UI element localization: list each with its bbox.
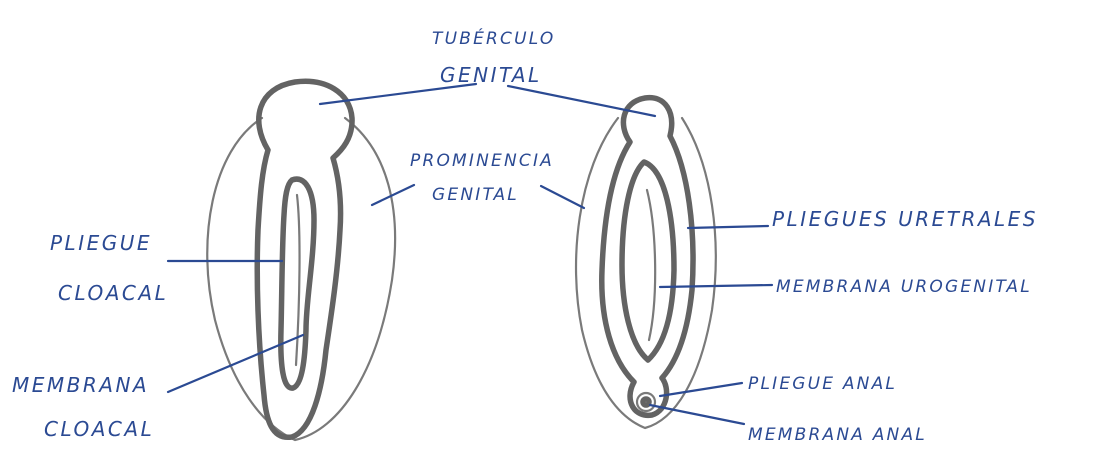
label-membrana-cloacal-line1: MEMBRANA xyxy=(12,373,149,397)
label-prominencia-line1: PROMINENCIA xyxy=(410,151,554,171)
right-anal-fold xyxy=(637,393,655,411)
right-anal-membrane xyxy=(643,399,649,405)
leader-membrana-urogenital xyxy=(660,285,772,287)
label-prominencia-line2: GENITAL xyxy=(432,185,519,205)
label-pliegue-cloacal-line1: PLIEGUE xyxy=(50,231,152,255)
left-genital-swelling xyxy=(207,118,395,440)
label-membrana-anal: MEMBRANA ANAL xyxy=(748,425,927,445)
leader-prominencia-right xyxy=(541,186,584,208)
label-membrana-cloacal-line2: CLOACAL xyxy=(44,417,154,441)
label-pliegue-anal: PLIEGUE ANAL xyxy=(748,374,897,394)
left-cloacal-membrane xyxy=(296,195,300,365)
left-cloacal-fold-outer xyxy=(257,81,352,437)
right-embryo xyxy=(576,98,716,428)
leader-pliegue-anal xyxy=(660,383,742,396)
leader-membrana-anal xyxy=(650,405,744,424)
label-membrana-urogenital: MEMBRANA UROGENITAL xyxy=(776,277,1032,297)
label-tuberculo-line2: GENITAL xyxy=(440,63,542,87)
right-urogenital-membrane xyxy=(647,190,655,340)
label-pliegue-cloacal-line2: CLOACAL xyxy=(58,281,168,305)
leader-pliegues-uretrales xyxy=(688,226,768,228)
label-pliegues-uretrales: PLIEGUES URETRALES xyxy=(772,207,1038,231)
label-tuberculo-line1: TUBÉRCULO xyxy=(432,27,556,49)
right-urethral-fold-outer xyxy=(602,98,693,416)
